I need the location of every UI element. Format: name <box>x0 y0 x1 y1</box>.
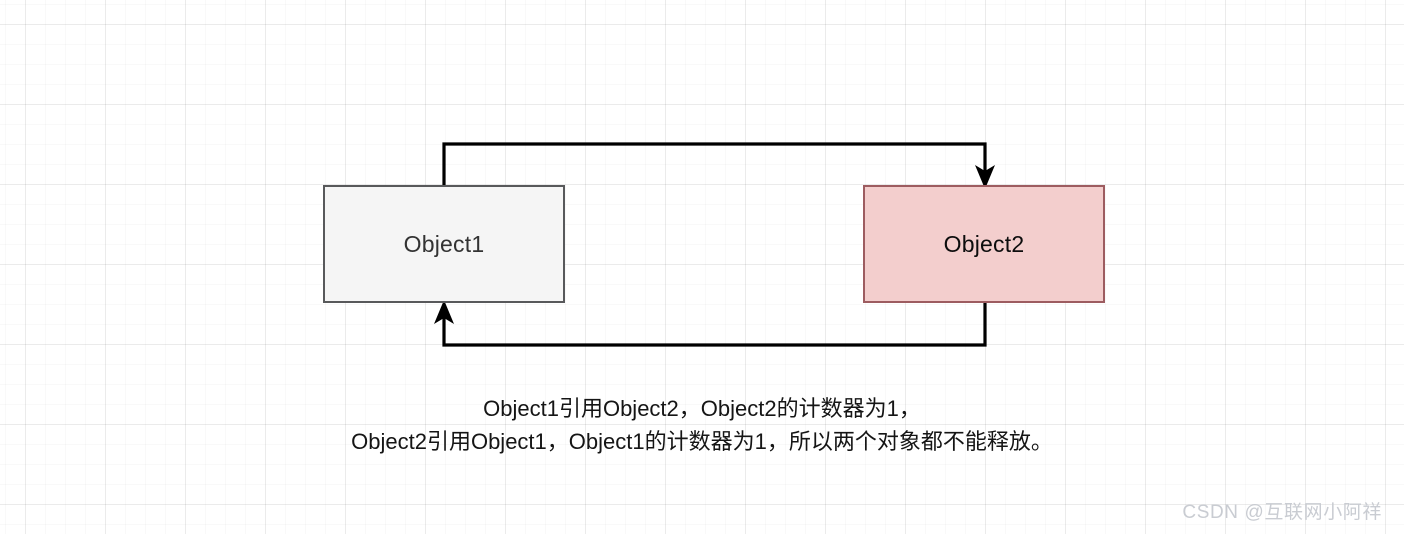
diagram-caption: Object1引用Object2，Object2的计数器为1， Object2引… <box>0 392 1404 458</box>
node-object1[interactable]: Object1 <box>323 185 565 303</box>
arrowhead-up-object1 <box>434 300 454 324</box>
node-object1-label: Object1 <box>403 230 485 257</box>
caption-line-1: Object1引用Object2，Object2的计数器为1， <box>483 396 921 421</box>
watermark: CSDN @互联网小阿祥 <box>1182 502 1382 523</box>
node-object2[interactable]: Object2 <box>863 185 1105 303</box>
node-object2-label: Object2 <box>943 230 1025 257</box>
edge-object2-to-object1 <box>442 303 987 347</box>
edge-object1-to-object2 <box>442 142 987 185</box>
caption-line-2: Object2引用Object1，Object1的计数器为1，所以两个对象都不能… <box>351 429 1053 454</box>
